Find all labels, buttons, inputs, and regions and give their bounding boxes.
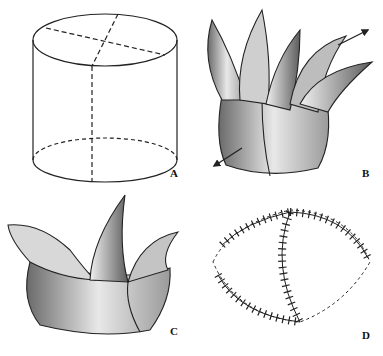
panel-letter: A — [170, 168, 178, 179]
cylinder-sketch — [33, 14, 177, 182]
sutured-shape-sketch — [213, 210, 370, 322]
petal-cup-sketch — [208, 10, 372, 176]
panel-letter: C — [170, 326, 178, 337]
panel-letter: D — [362, 330, 370, 341]
panel-letter: B — [362, 168, 369, 179]
opened-cup-sketch — [8, 195, 178, 334]
